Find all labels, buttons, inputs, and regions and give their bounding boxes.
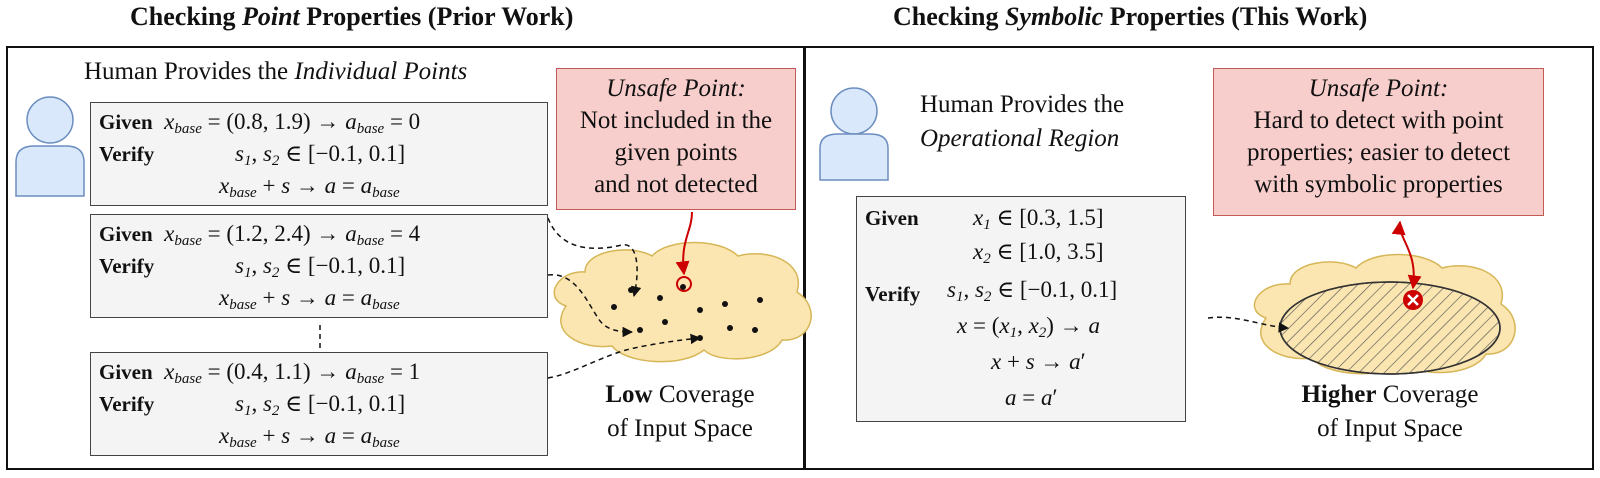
input-space-cloud-left: [553, 241, 812, 363]
left-coverage-caption: Low Coverage of Input Space: [605, 381, 755, 442]
right-human-label: Human Provides the Operational Region: [920, 91, 1125, 152]
point-property-card-3: Given xbase = (0.4, 1.1) → abase = 1 Ver…: [90, 352, 548, 456]
right-unsafe-note: Unsafe Point: Hard to detect with point …: [1213, 68, 1544, 216]
person-icon-right: [819, 87, 889, 181]
person-icon-left: [15, 96, 85, 197]
unsafe-point-right: [1403, 290, 1423, 310]
point-property-card-2: Given xbase = (1.2, 2.4) → abase = 4 Ver…: [90, 214, 548, 318]
right-panel: [803, 46, 1594, 470]
right-title: Checking Symbolic Properties (This Work): [893, 2, 1368, 31]
symbolic-property-card: Given x1 ∈ [0.3, 1.5] x2 ∈ [1.0, 3.5] Ve…: [856, 196, 1186, 422]
left-unsafe-note: Unsafe Point: Not included in the given …: [556, 68, 796, 210]
left-title: Checking Point Properties (Prior Work): [130, 2, 574, 31]
left-human-label: Human Provides the Individual Points: [84, 58, 468, 85]
left-panel: [6, 46, 806, 470]
right-coverage-caption: Higher Coverage of Input Space: [1301, 381, 1479, 442]
unsafe-point-left: [676, 276, 692, 292]
point-property-card-1: Given xbase = (0.8, 1.9) → abase = 0 Ver…: [90, 102, 548, 206]
